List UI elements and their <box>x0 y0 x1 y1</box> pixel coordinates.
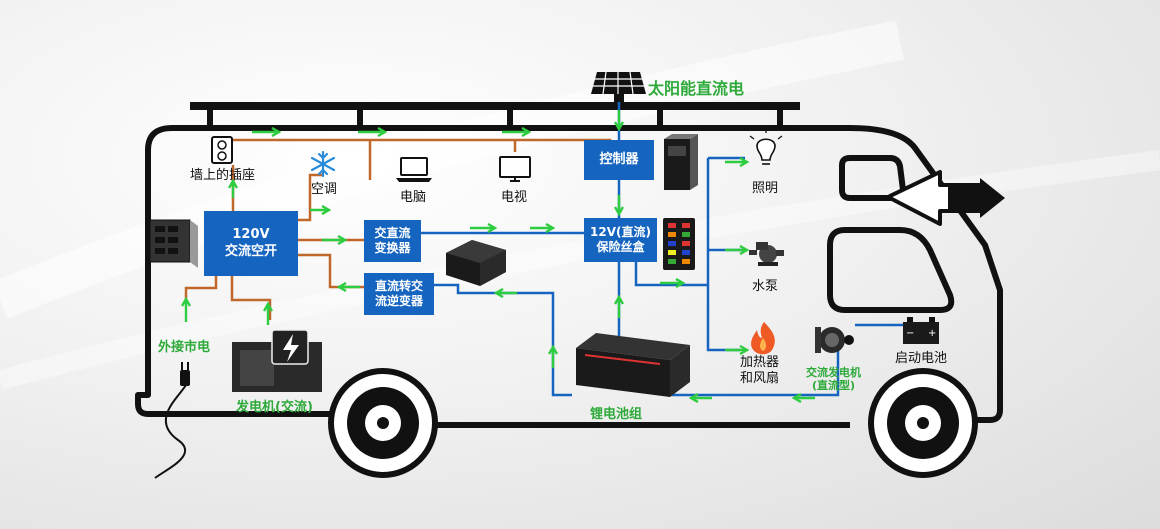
rear-wheel <box>328 368 438 478</box>
shore-power-plug <box>154 362 190 479</box>
controller-box: 控制器 <box>584 140 654 180</box>
laptop-icon <box>396 157 432 182</box>
front-wheel <box>868 368 978 478</box>
alternator-label: 交流发电机 (直流型) <box>806 366 861 393</box>
light-bulb-icon <box>749 129 783 165</box>
inverter-box: 直流转交 流逆变器 <box>364 273 434 315</box>
tv-label: 电视 <box>501 190 528 205</box>
generator-device <box>232 329 322 392</box>
svg-text:+: + <box>928 328 936 339</box>
electrical-panel-device <box>149 219 198 268</box>
wall-outlet-icon <box>211 136 233 164</box>
solar-panel-icon <box>591 71 646 102</box>
heater-fan-label: 加热器 和风扇 <box>740 355 780 386</box>
computer-label: 电脑 <box>400 190 427 205</box>
starter-battery-label: 启动电池 <box>895 351 948 366</box>
generator-label: 发电机(交流) <box>236 400 313 415</box>
lithium-battery-label: 锂电池组 <box>590 407 643 422</box>
side-arrow-graphic <box>886 170 1005 226</box>
water-pump-icon <box>749 242 784 266</box>
ac-dc-converter-box: 交直流 变换器 <box>364 220 421 262</box>
flow-arrows <box>186 110 815 398</box>
fuse-block-device <box>663 218 695 270</box>
wall-outlet-label: 墙上的插座 <box>190 168 256 183</box>
svg-text:−: − <box>906 328 914 339</box>
solar-controller-device <box>664 134 698 190</box>
solar-dc-title: 太阳能直流电 <box>648 79 745 98</box>
starter-battery-icon: − + <box>903 317 939 344</box>
lighting-label: 照明 <box>752 181 779 196</box>
snowflake-icon <box>310 150 336 178</box>
air-con-label: 空调 <box>311 182 338 197</box>
tv-icon <box>499 156 531 182</box>
background-swoosh <box>0 20 904 319</box>
fuse-box: 12V(直流) 保险丝盒 <box>584 218 657 262</box>
water-pump-label: 水泵 <box>752 279 779 294</box>
shore-power-label: 外接市电 <box>158 340 211 355</box>
alternator-icon <box>815 327 854 353</box>
roof-rack <box>190 102 800 128</box>
flame-icon <box>751 322 775 355</box>
lithium-battery-device <box>576 333 690 397</box>
converter-hardware <box>446 240 506 286</box>
main-breaker-box: 120V 交流空开 <box>204 211 298 276</box>
